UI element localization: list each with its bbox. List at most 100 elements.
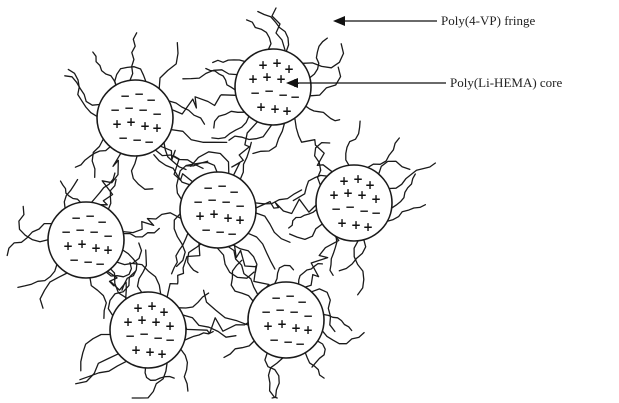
plus-sign-icon: + [277, 317, 287, 331]
fringe-chain [18, 264, 57, 287]
plus-sign-icon: + [152, 121, 162, 135]
plus-sign-icon: + [209, 207, 219, 221]
fringe-chain [138, 250, 147, 293]
fringe-chain [324, 315, 352, 331]
minus-sign-icon: − [89, 225, 99, 239]
plus-sign-icon: + [140, 119, 150, 133]
fringe-chain [275, 265, 294, 283]
plus-sign-icon: + [91, 241, 101, 255]
minus-sign-icon: − [359, 204, 369, 218]
minus-sign-icon: − [75, 223, 85, 237]
bridging-chain [172, 95, 236, 114]
plus-sign-icon: + [262, 70, 272, 84]
plus-sign-icon: + [103, 243, 113, 257]
plus-sign-icon: + [157, 347, 167, 361]
fringe-chain [248, 233, 275, 269]
plus-sign-icon: + [329, 188, 339, 202]
fringe-chain [183, 70, 237, 79]
fringe-chain [61, 181, 81, 202]
minus-sign-icon: − [290, 90, 300, 104]
plus-sign-icon: + [363, 220, 373, 234]
plus-sign-icon: + [343, 186, 353, 200]
minus-sign-icon: − [69, 253, 79, 267]
plus-sign-icon: + [357, 188, 367, 202]
fringe-chain [339, 240, 365, 271]
fringe-chain [214, 111, 245, 128]
minus-sign-icon: − [85, 209, 95, 223]
fringe-chain [181, 349, 188, 391]
fringe-chain [204, 290, 249, 325]
plus-sign-icon: + [112, 117, 122, 131]
fringe-chain [255, 190, 301, 204]
fringe-chain [130, 33, 137, 81]
minus-sign-icon: − [125, 329, 135, 343]
minus-sign-icon: − [207, 193, 217, 207]
plus-sign-icon: + [137, 313, 147, 327]
plus-sign-icon: + [126, 115, 136, 129]
minus-sign-icon: − [235, 199, 245, 213]
fringe-chain [256, 213, 290, 242]
plus-sign-icon: + [337, 216, 347, 230]
minus-sign-icon: − [139, 327, 149, 341]
minus-sign-icon: − [289, 305, 299, 319]
plus-sign-icon: + [145, 345, 155, 359]
bridging-chain [123, 213, 181, 233]
minus-sign-icon: − [61, 225, 71, 239]
fringe-chain [290, 224, 323, 239]
minus-sign-icon: − [275, 303, 285, 317]
minus-sign-icon: − [331, 202, 341, 216]
minus-sign-icon: − [215, 225, 225, 239]
minus-sign-icon: − [264, 84, 274, 98]
fringe-chain [272, 8, 285, 50]
minus-sign-icon: − [152, 107, 162, 121]
plus-sign-icon: + [282, 104, 292, 118]
fringe-chain [7, 224, 52, 256]
plus-sign-icon: + [147, 299, 157, 313]
plus-sign-icon: + [256, 100, 266, 114]
fringe-chain [368, 138, 400, 168]
fringe-chain [213, 60, 245, 63]
core-label: Poly(Li-HEMA) core [450, 75, 563, 90]
fringe-chain [80, 361, 127, 379]
minus-sign-icon: − [138, 103, 148, 117]
fringe-chain [224, 341, 254, 358]
plus-sign-icon: + [235, 213, 245, 227]
plus-sign-icon: + [353, 172, 363, 186]
minus-sign-icon: − [153, 331, 163, 345]
plus-sign-icon: + [291, 321, 301, 335]
plus-sign-icon: + [165, 319, 175, 333]
fringe-chain [299, 264, 323, 285]
fringe-arrow [333, 16, 437, 26]
minus-sign-icon: − [144, 135, 154, 149]
minus-sign-icon: − [103, 229, 113, 243]
core-particle: −−−−−−−++++−−− [97, 80, 173, 156]
fringe-chain [306, 106, 340, 121]
plus-sign-icon: + [303, 323, 313, 337]
core-particle: +++++++−−−−+++ [235, 49, 311, 125]
core-particle: +++++++−−−−+++ [316, 165, 392, 241]
plus-sign-icon: + [123, 315, 133, 329]
plus-sign-icon: + [63, 239, 73, 253]
fringe-chain [227, 246, 258, 295]
plus-sign-icon: + [270, 102, 280, 116]
core-particle: −−−−−−−++++−−− [180, 172, 256, 248]
fringe-chain [229, 125, 272, 140]
fringe-chain [212, 116, 249, 138]
minus-sign-icon: − [193, 195, 203, 209]
plus-sign-icon: + [371, 192, 381, 206]
fringe-chain [392, 174, 416, 208]
fringe-chain [159, 43, 178, 89]
plus-sign-icon: + [263, 319, 273, 333]
fringe-chain [346, 121, 360, 165]
minus-sign-icon: − [269, 333, 279, 347]
minus-sign-icon: − [278, 88, 288, 102]
fringe-chain [145, 368, 174, 380]
fringe-chain [132, 156, 153, 189]
plus-sign-icon: + [151, 315, 161, 329]
fringe-chain [310, 38, 328, 78]
minus-sign-icon: − [165, 333, 175, 347]
fringe-chain [233, 245, 257, 272]
fringe-chain [322, 331, 364, 344]
core-particle: +++++++−−−−+++ [110, 292, 186, 368]
fringe-chain [354, 241, 364, 295]
